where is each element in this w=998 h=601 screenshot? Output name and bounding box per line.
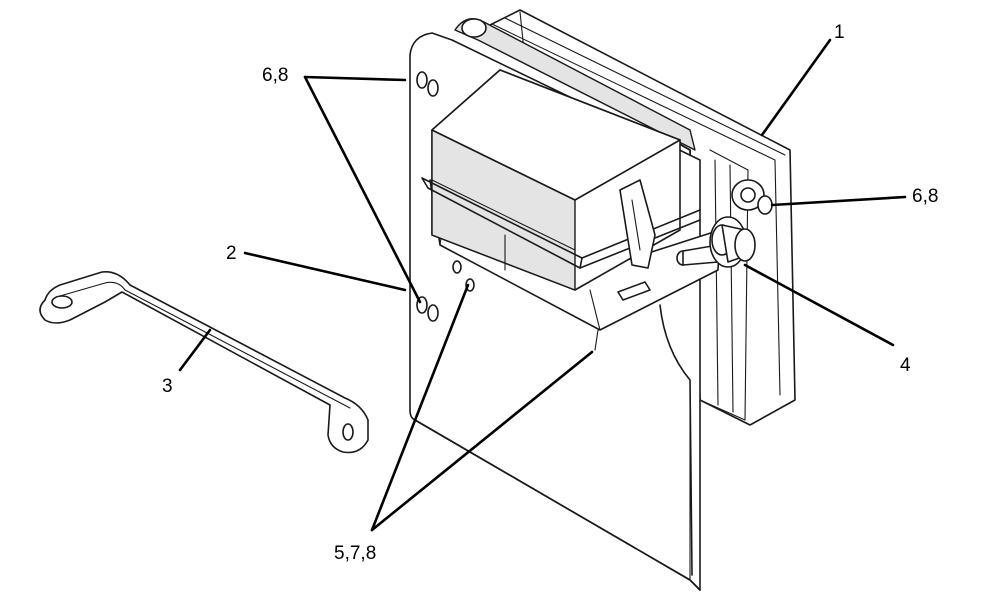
- module-housing: [454, 9, 796, 426]
- leader-68-top-a: [303, 75, 407, 82]
- leader-3: [178, 328, 212, 372]
- bracket-strap: [39, 270, 369, 454]
- leader-578-b: [370, 350, 594, 532]
- washer-4: [709, 216, 756, 268]
- callout-2: 2: [226, 243, 237, 264]
- leader-4: [743, 263, 895, 347]
- plate-studs-top: [416, 71, 439, 97]
- callout-6-8-right: 6,8: [912, 186, 938, 207]
- callout-1: 1: [834, 22, 845, 43]
- right-stud-nut: [731, 179, 773, 215]
- callout-6-8-top: 6,8: [262, 65, 288, 86]
- leader-578-a: [370, 283, 470, 532]
- callout-5-7-8: 5,7,8: [334, 543, 376, 564]
- leader-1: [760, 38, 832, 137]
- callout-4: 4: [900, 355, 911, 376]
- leader-2: [243, 251, 407, 292]
- leader-68-top-b: [303, 75, 422, 304]
- leader-lines: [178, 38, 907, 532]
- callout-3: 3: [162, 376, 173, 397]
- leader-68-right: [770, 195, 907, 207]
- relay-box: [421, 69, 721, 576]
